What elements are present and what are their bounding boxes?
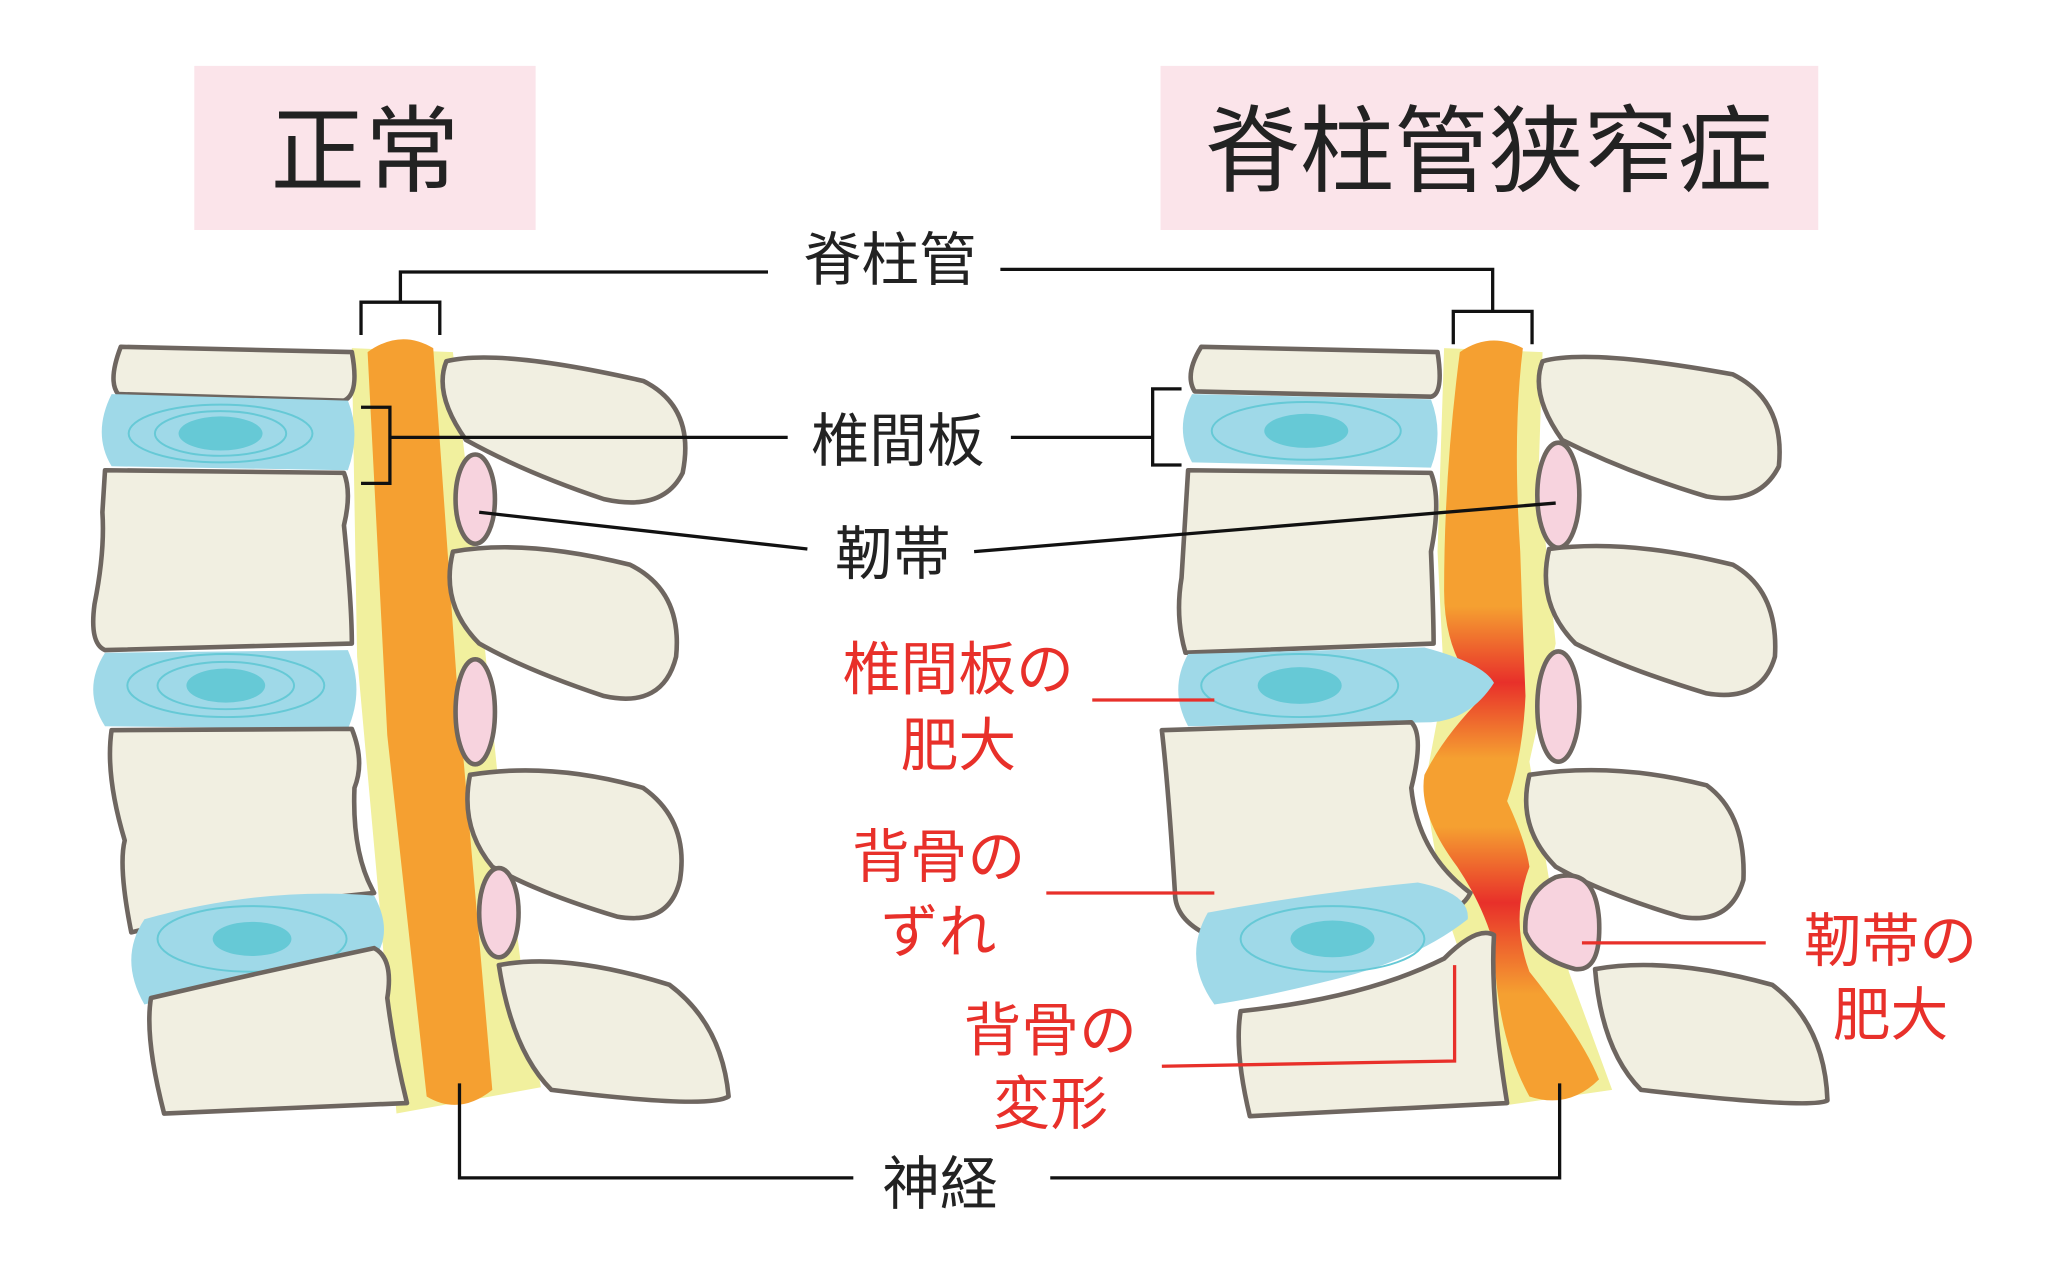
stenosis-spine bbox=[1159, 340, 1830, 1119]
label-deform-1: 背骨の bbox=[964, 997, 1137, 1065]
stenosis-ligament-2 bbox=[1535, 649, 1582, 764]
label-disc: 椎間板 bbox=[811, 407, 984, 475]
stenosis-vertebra-1 bbox=[1188, 344, 1442, 400]
red-leader-lines bbox=[1046, 698, 1766, 1068]
stenosis-vertebra-2 bbox=[1176, 467, 1439, 656]
normal-process-2 bbox=[447, 544, 680, 701]
stenosis-process-2 bbox=[1543, 543, 1778, 698]
label-lig-thick-2: 肥大 bbox=[1833, 981, 1949, 1049]
label-nerve: 神経 bbox=[882, 1150, 998, 1218]
normal-process-4 bbox=[496, 959, 731, 1104]
normal-ligament-1 bbox=[453, 452, 498, 547]
label-lig-thick-1: 靭帯の bbox=[1804, 907, 1977, 975]
title-normal-text: 正常 bbox=[270, 97, 459, 207]
stenosis-nerve bbox=[1423, 340, 1600, 1101]
normal-vertebra-1 bbox=[111, 344, 357, 403]
normal-process-1 bbox=[440, 355, 688, 505]
stenosis-process-4 bbox=[1592, 962, 1830, 1106]
stenosis-ligament-1 bbox=[1535, 440, 1582, 550]
stenosis-process-3 bbox=[1523, 767, 1746, 921]
label-deform-2: 変形 bbox=[993, 1070, 1109, 1138]
label-ligament: 靭帯 bbox=[835, 520, 951, 588]
label-slip-1: 背骨の bbox=[852, 823, 1025, 891]
title-stenosis: 脊柱管狭窄症 bbox=[1160, 65, 1819, 230]
label-slip-2: ずれ bbox=[881, 898, 997, 966]
label-disc-bulge-2: 肥大 bbox=[901, 712, 1017, 780]
normal-vertebra-4 bbox=[147, 945, 410, 1116]
normal-vertebra-2 bbox=[90, 467, 355, 653]
stenosis-ligament-3-thickened bbox=[1523, 873, 1602, 972]
stenosis-process-1 bbox=[1536, 354, 1782, 501]
normal-spine bbox=[90, 339, 731, 1116]
label-spinal-canal: 脊柱管 bbox=[803, 226, 976, 294]
title-stenosis-text: 脊柱管狭窄症 bbox=[1205, 97, 1772, 207]
normal-nerve bbox=[367, 339, 493, 1105]
normal-ligament-2 bbox=[453, 656, 498, 767]
normal-ligament-3 bbox=[476, 865, 521, 960]
title-normal: 正常 bbox=[194, 65, 536, 230]
label-disc-bulge-1: 椎間板の bbox=[843, 635, 1074, 703]
stenosis-vertebra-4 bbox=[1236, 930, 1510, 1119]
black-leader-lines bbox=[359, 267, 1562, 1180]
normal-process-3 bbox=[465, 768, 684, 921]
